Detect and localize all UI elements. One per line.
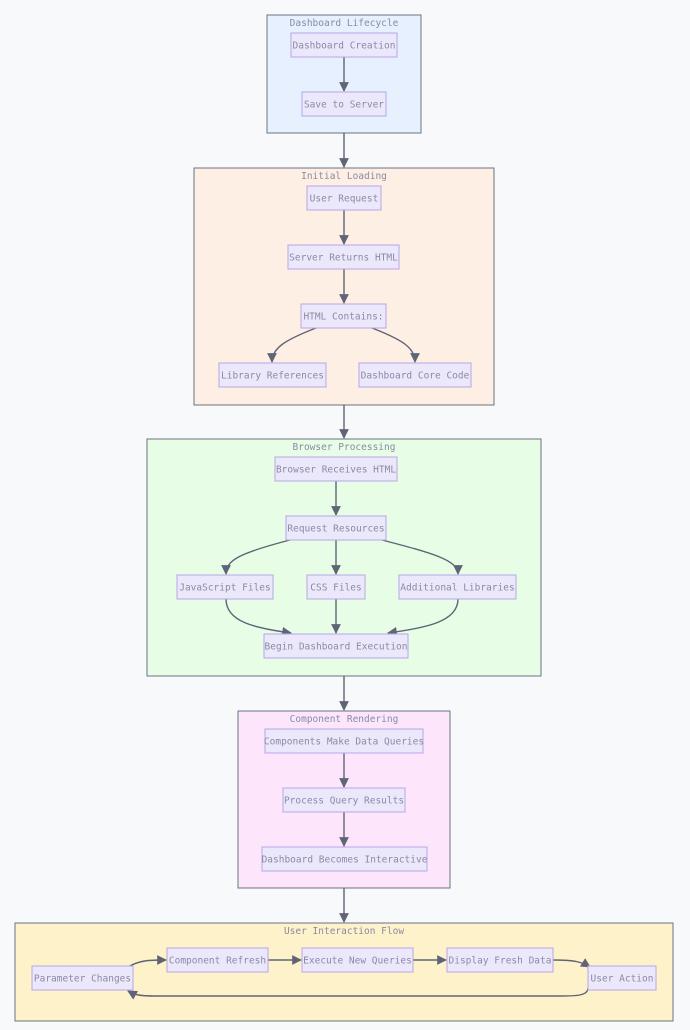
node-js[interactable]: JavaScript Files: [176, 574, 274, 600]
node-creation-box[interactable]: [290, 32, 398, 58]
node-libs-label: Library References: [221, 371, 324, 382]
node-returns[interactable]: Server Returns HTML: [287, 244, 400, 270]
node-process[interactable]: Process Query Results: [282, 787, 406, 813]
node-param-box[interactable]: [31, 965, 134, 991]
group-loading-title: Initial Loading: [301, 171, 387, 182]
node-creation[interactable]: Dashboard Creation: [290, 32, 398, 58]
node-save[interactable]: Save to Server: [301, 91, 387, 117]
node-param[interactable]: Parameter Changes: [31, 965, 134, 991]
edge-resources-to-js: [221, 539, 291, 575]
node-action[interactable]: User Action: [587, 965, 657, 991]
node-contains-box[interactable]: [300, 303, 387, 329]
node-request[interactable]: User Request: [306, 185, 382, 211]
node-display[interactable]: Display Fresh Data: [446, 947, 554, 973]
node-libs-box[interactable]: [218, 362, 327, 388]
node-core-box[interactable]: [358, 362, 472, 388]
node-interactive-label: Dashboard Becomes Interactive: [262, 855, 428, 866]
node-css-box[interactable]: [306, 574, 366, 600]
node-begin-label: Begin Dashboard Execution: [265, 642, 408, 653]
group-rendering-title: Component Rendering: [290, 714, 399, 725]
node-execute-box[interactable]: [301, 947, 414, 973]
node-contains-label: HTML Contains:: [303, 312, 383, 323]
node-queries-box[interactable]: [264, 728, 424, 754]
node-queries[interactable]: Components Make Data Queries: [264, 728, 424, 754]
node-interactive[interactable]: Dashboard Becomes Interactive: [261, 846, 428, 872]
node-process-box[interactable]: [282, 787, 406, 813]
edge-addlibs-to-begin: [387, 598, 459, 637]
node-css[interactable]: CSS Files: [306, 574, 366, 600]
node-display-label: Display Fresh Data: [449, 956, 552, 967]
node-receives-box[interactable]: [274, 456, 398, 482]
node-action-box[interactable]: [587, 965, 657, 991]
node-refresh-label: Component Refresh: [169, 956, 266, 967]
group-lifecycle-title: Dashboard Lifecycle: [290, 18, 399, 29]
node-returns-label: Server Returns HTML: [289, 253, 398, 264]
group-interaction-title: User Interaction Flow: [284, 926, 404, 937]
node-queries-label: Components Make Data Queries: [264, 737, 424, 748]
node-refresh-box[interactable]: [166, 947, 269, 973]
node-param-label: Parameter Changes: [34, 974, 131, 985]
node-receives[interactable]: Browser Receives HTML: [274, 456, 398, 482]
node-js-label: JavaScript Files: [179, 583, 271, 594]
node-refresh[interactable]: Component Refresh: [166, 947, 269, 973]
edge-action-to-param: [127, 987, 589, 1000]
edge-resources-to-addlibs: [381, 539, 463, 575]
node-save-label: Save to Server: [304, 100, 384, 111]
node-css-label: CSS Files: [310, 583, 361, 594]
node-execute[interactable]: Execute New Queries: [301, 947, 414, 973]
node-interactive-box[interactable]: [261, 846, 428, 872]
node-save-box[interactable]: [301, 91, 387, 117]
node-request-label: User Request: [310, 194, 379, 205]
node-creation-label: Dashboard Creation: [293, 41, 396, 52]
node-execute-label: Execute New Queries: [303, 956, 412, 967]
node-addlibs-box[interactable]: [398, 574, 517, 600]
node-returns-box[interactable]: [287, 244, 400, 270]
node-receives-label: Browser Receives HTML: [276, 465, 396, 476]
edge-contains-to-libs: [267, 327, 317, 363]
node-begin[interactable]: Begin Dashboard Execution: [263, 633, 409, 659]
edge-param-to-refresh: [127, 955, 167, 968]
node-core-label: Dashboard Core Code: [361, 371, 470, 382]
node-libs[interactable]: Library References: [218, 362, 327, 388]
node-addlibs[interactable]: Additional Libraries: [398, 574, 517, 600]
node-js-box[interactable]: [176, 574, 274, 600]
node-core[interactable]: Dashboard Core Code: [358, 362, 472, 388]
node-display-box[interactable]: [446, 947, 554, 973]
edge-contains-to-core: [371, 327, 420, 363]
edge-js-to-begin: [225, 598, 292, 637]
node-request-box[interactable]: [306, 185, 382, 211]
node-resources-label: Request Resources: [287, 524, 384, 535]
node-addlibs-label: Additional Libraries: [400, 583, 514, 594]
node-resources-box[interactable]: [285, 515, 387, 541]
node-resources[interactable]: Request Resources: [285, 515, 387, 541]
node-process-label: Process Query Results: [284, 796, 404, 807]
node-action-label: User Action: [591, 974, 654, 985]
group-browser-title: Browser Processing: [293, 442, 396, 453]
node-contains[interactable]: HTML Contains:: [300, 303, 387, 329]
node-begin-box[interactable]: [263, 633, 409, 659]
